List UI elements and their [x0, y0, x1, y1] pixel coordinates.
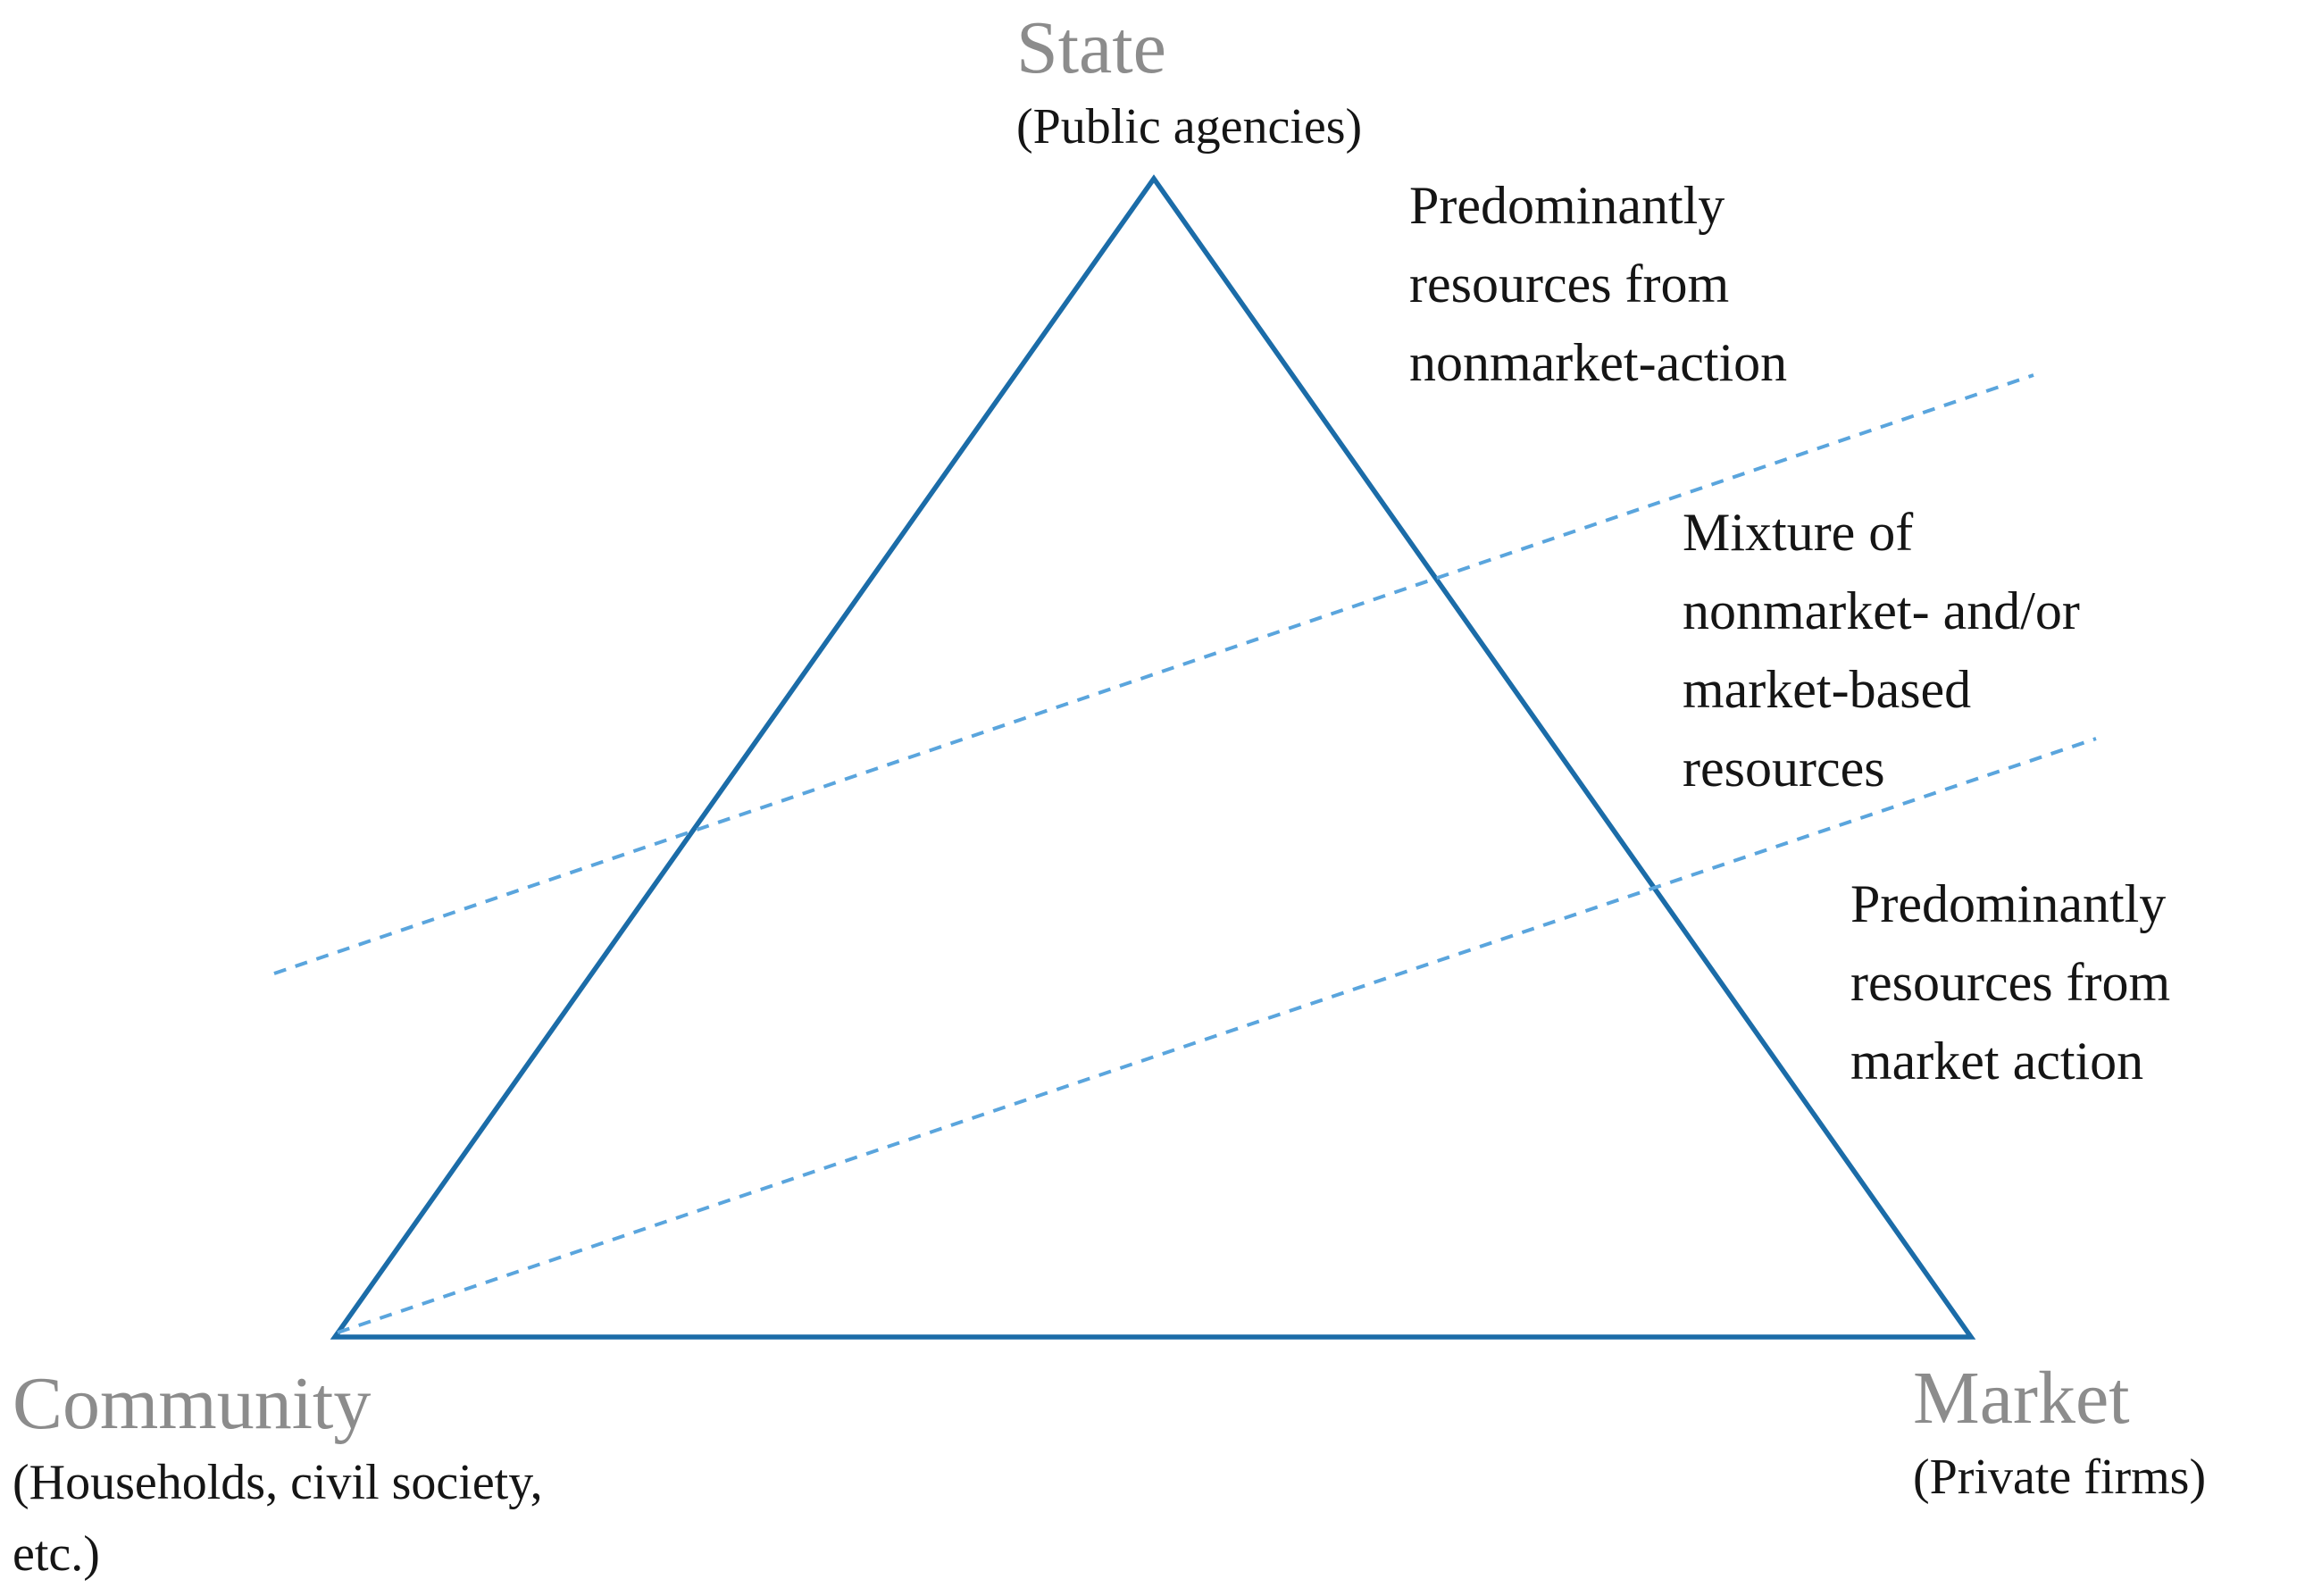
- market-title: Market: [1913, 1357, 2130, 1440]
- community-subtitle-line: (Households, civil society,: [13, 1455, 543, 1510]
- vertex-market-label: Market (Private firms): [1913, 1356, 2206, 1513]
- zone-label-line: nonmarket- and/or: [1683, 581, 2080, 640]
- zone-label-market: Predominantly resources from market acti…: [1850, 865, 2170, 1100]
- community-subtitle-line: etc.): [13, 1526, 100, 1582]
- zone-label-line: Predominantly: [1409, 176, 1725, 235]
- zone-label-line: nonmarket-action: [1409, 333, 1788, 392]
- vertex-state-label: State (Public agencies): [1016, 5, 1362, 163]
- state-subtitle: (Public agencies): [1016, 99, 1363, 155]
- zone-label-line: resources from: [1850, 953, 2171, 1012]
- zone-label-line: market-based: [1683, 660, 1972, 719]
- community-subtitle: (Households, civil society, etc.): [13, 1447, 543, 1590]
- state-title: State: [1016, 6, 1166, 89]
- community-title: Community: [13, 1362, 372, 1445]
- zone-label-line: Mixture of: [1683, 503, 1914, 562]
- lower-divider-dashed-line: [337, 737, 2097, 1334]
- market-subtitle: (Private firms): [1913, 1450, 2207, 1505]
- zone-label-line: resources from: [1409, 255, 1730, 313]
- zone-label-mixed: Mixture of nonmarket- and/or market-base…: [1683, 493, 2080, 807]
- vertex-community-label: Community (Households, civil society, et…: [13, 1361, 543, 1590]
- zone-label-line: resources: [1683, 739, 1885, 798]
- triangle-outline: [330, 174, 1976, 1340]
- zone-label-line: market action: [1850, 1032, 2144, 1090]
- upper-divider-dashed-line: [273, 373, 2034, 975]
- zone-label-line: Predominantly: [1850, 874, 2167, 933]
- zone-label-nonmarket: Predominantly resources from nonmarket-a…: [1409, 166, 1787, 402]
